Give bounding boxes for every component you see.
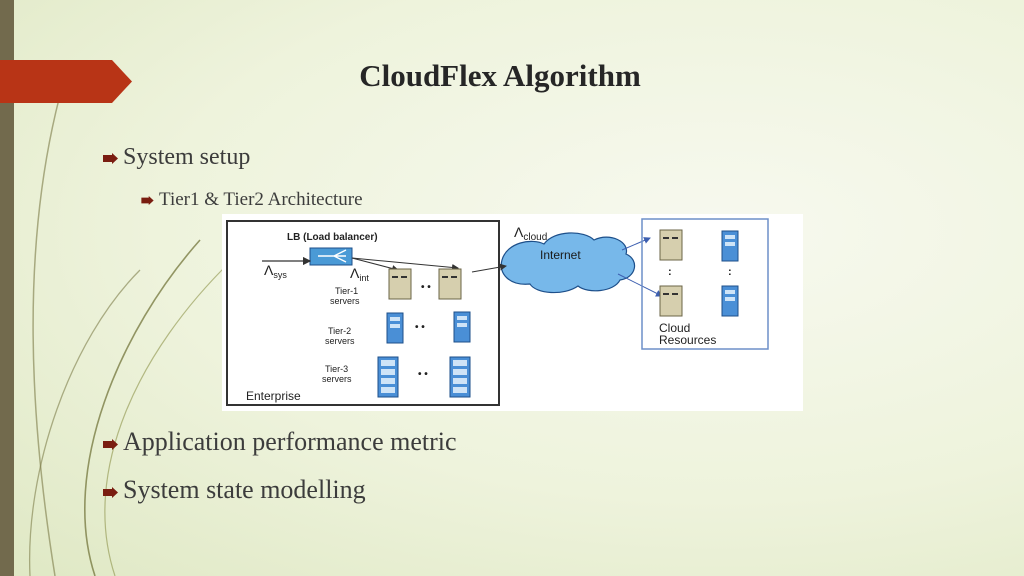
bullet-arrow-icon [141, 196, 154, 206]
cloud-server-icon [721, 230, 739, 262]
cloud-resources-label: Cloud [659, 321, 690, 335]
tier3-rack-icon [449, 356, 471, 398]
svg-text:• •: • • [418, 369, 428, 380]
tier2-server-icon [453, 311, 471, 343]
bullet-application-performance: Application performance metric [103, 427, 457, 457]
bullet-tier-architecture: Tier1 & Tier2 Architecture [141, 189, 363, 211]
diagram-background [222, 214, 803, 411]
bullet-arrow-icon [103, 486, 118, 498]
lambda-cloud: Λcloud [514, 224, 547, 243]
bullet-text: System state modelling [123, 475, 366, 504]
tier3-sublabel: servers [322, 374, 352, 384]
enterprise-box [226, 220, 500, 406]
cloud-server-icon [721, 285, 739, 317]
bullet-arrow-icon [103, 152, 118, 164]
enterprise-label: Enterprise [246, 389, 301, 403]
lambda-sys: Λsys [264, 262, 287, 280]
left-accent-bar [0, 0, 14, 576]
tier3-label: Tier-3 [325, 364, 348, 374]
internet-label: Internet [540, 248, 581, 262]
cloud-resources-box [641, 218, 769, 350]
svg-text:• •: • • [415, 322, 425, 333]
cloud-server-icon [659, 285, 683, 317]
tier1-sublabel: servers [330, 296, 360, 306]
title-accent-tab [0, 60, 132, 103]
tier2-sublabel: servers [325, 336, 355, 346]
cloud-resources-sublabel: Resources [659, 333, 716, 347]
bullet-text: Application performance metric [123, 427, 457, 456]
bullet-arrow-icon [103, 438, 118, 450]
bullet-text: System setup [123, 144, 251, 170]
tier3-rack-icon [377, 356, 399, 398]
internet-cloud-icon [500, 232, 636, 294]
architecture-diagram: LB (Load balancer) Λsys Λint • • Tier-1 … [222, 214, 803, 411]
tier2-label: Tier-2 [328, 326, 351, 336]
tier1-server-icon [438, 268, 462, 300]
tier2-server-icon [386, 312, 404, 344]
bullet-system-state: System state modelling [103, 475, 366, 505]
tier1-label: Tier-1 [335, 286, 358, 296]
svg-text::: : [728, 266, 732, 278]
bullet-text: Tier1 & Tier2 Architecture [159, 189, 363, 210]
cloud-server-icon [659, 229, 683, 261]
svg-text:• •: • • [421, 282, 431, 293]
tier1-server-icon [388, 268, 412, 300]
slide-title: CloudFlex Algorithm [359, 58, 641, 93]
lambda-int: Λint [350, 265, 369, 283]
decorative-swoosh [28, 94, 231, 576]
lb-label: LB (Load balancer) [287, 232, 378, 243]
svg-text::: : [668, 266, 672, 278]
bullet-system-setup: System setup [103, 144, 250, 171]
